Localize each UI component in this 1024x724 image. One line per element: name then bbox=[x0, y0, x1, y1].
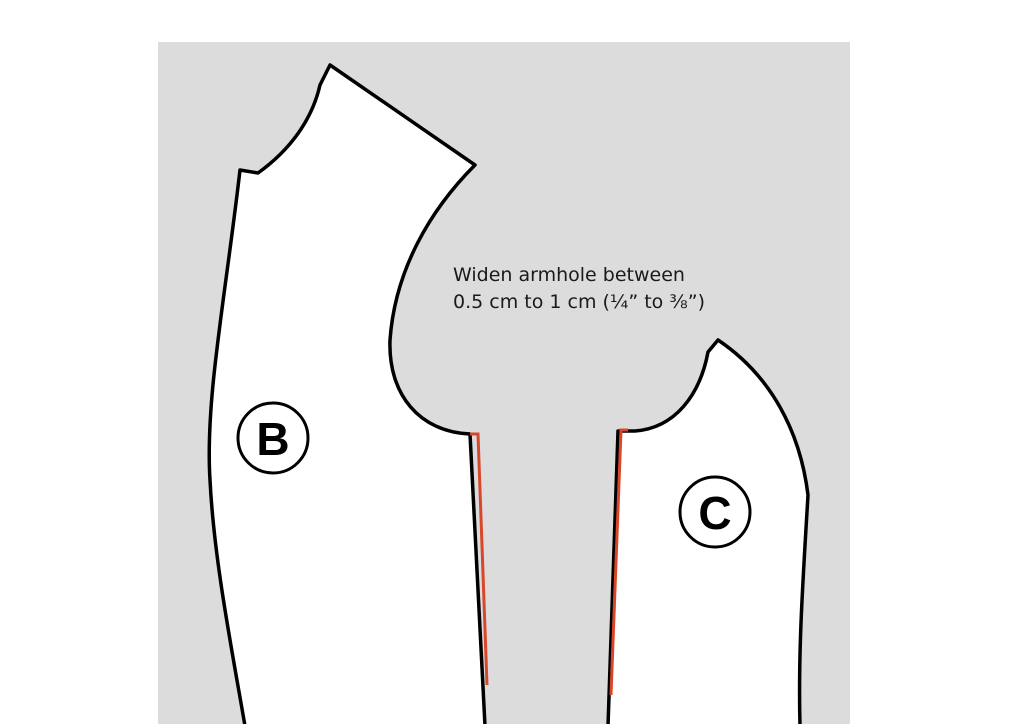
adjustment-line-b bbox=[470, 432, 489, 686]
annotation-text: Widen armhole between 0.5 cm to 1 cm (¼”… bbox=[453, 262, 705, 316]
label-circle-b bbox=[236, 401, 310, 475]
annotation-line-1: Widen armhole between bbox=[453, 264, 685, 286]
annotation-line-2: 0.5 cm to 1 cm (¼” to ⅜”) bbox=[453, 291, 705, 313]
piece-label-b: B bbox=[256, 413, 289, 465]
adjustment-line-c bbox=[609, 428, 628, 696]
label-circle-c bbox=[678, 475, 752, 549]
piece-label-c: C bbox=[698, 487, 731, 539]
pattern-piece-b bbox=[207, 63, 487, 724]
